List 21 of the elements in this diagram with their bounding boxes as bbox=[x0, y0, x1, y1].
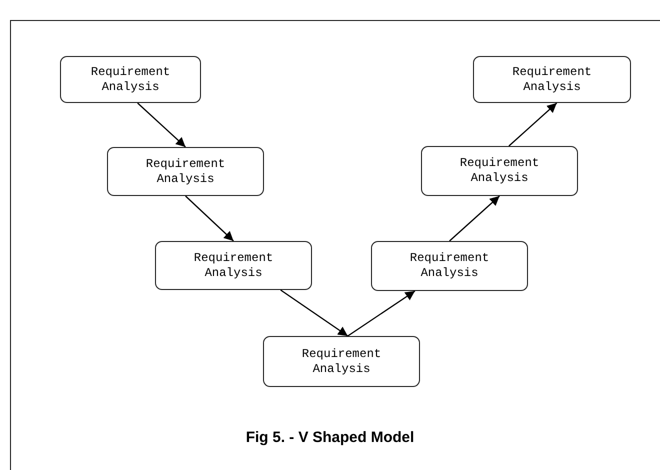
box-label: Requirement Analysis bbox=[511, 64, 593, 94]
arrow bbox=[347, 290, 416, 336]
figure-caption: Fig 5. - V Shaped Model bbox=[244, 429, 416, 446]
box-label: Requirement Analysis bbox=[192, 250, 274, 280]
box-label: Requirement Analysis bbox=[144, 156, 226, 186]
process-box bbox=[60, 56, 201, 103]
box-label: Requirement Analysis bbox=[90, 64, 172, 94]
box-label: Requirement Analysis bbox=[408, 251, 490, 281]
process-box bbox=[371, 241, 528, 291]
process-box bbox=[421, 146, 578, 196]
box-label: Requirement Analysis bbox=[458, 156, 540, 186]
process-box bbox=[263, 336, 420, 387]
arrow bbox=[449, 196, 500, 242]
arrow bbox=[137, 102, 186, 148]
box-label: Requirement Analysis bbox=[300, 346, 382, 376]
process-box bbox=[155, 241, 312, 290]
arrow bbox=[280, 290, 348, 336]
process-box bbox=[473, 56, 631, 103]
process-box bbox=[107, 147, 264, 196]
arrow bbox=[185, 196, 234, 242]
arrow bbox=[508, 102, 558, 146]
